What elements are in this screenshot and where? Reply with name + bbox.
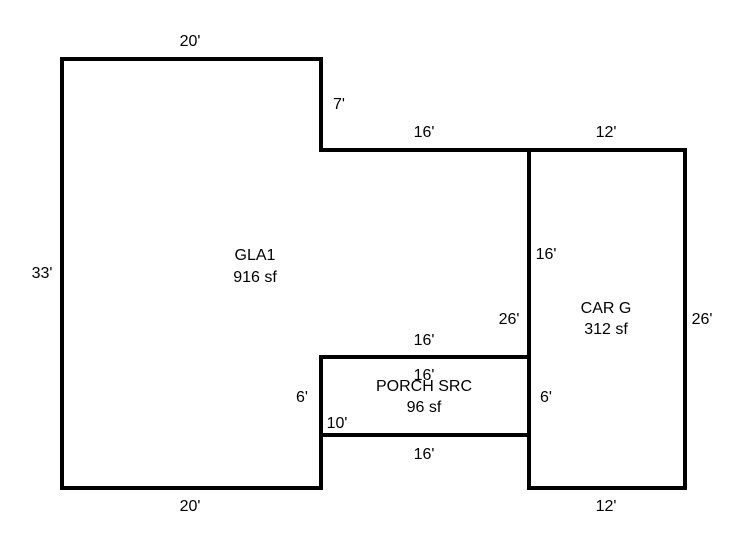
dim-gla-bottom: 20' <box>180 498 201 515</box>
dim-garage-left: 16' <box>536 246 557 263</box>
dim-porch-right: 6' <box>540 389 552 406</box>
room-porch-area: 96 sf <box>407 399 442 416</box>
room-gla1-name: GLA1 <box>235 247 276 264</box>
dim-gla-middle-top: 16' <box>414 124 435 141</box>
room-gla1-area: 916 sf <box>233 269 277 286</box>
gla1-outline <box>60 57 531 490</box>
dim-porch-bottom: 16' <box>414 446 435 463</box>
dim-gla-top: 20' <box>180 33 201 50</box>
dim-porch-top-inner: 16' <box>414 367 435 384</box>
car-garage-outline <box>527 148 687 490</box>
dim-porch-top-outer: 16' <box>414 332 435 349</box>
room-porch-name: PORCH SRC <box>376 378 472 395</box>
room-car-garage-area: 312 sf <box>584 321 628 338</box>
room-car-garage-name: CAR G <box>581 300 632 317</box>
dim-garage-right: 26' <box>692 311 713 328</box>
dim-porch-left: 10' <box>327 415 348 432</box>
dim-gla-step: 7' <box>333 96 345 113</box>
dim-gla-right-lower: 6' <box>296 389 308 406</box>
dim-gla-left: 33' <box>32 265 53 282</box>
dim-garage-bottom: 12' <box>596 498 617 515</box>
dim-gla-inner-right: 26' <box>499 311 520 328</box>
dim-garage-top: 12' <box>596 124 617 141</box>
